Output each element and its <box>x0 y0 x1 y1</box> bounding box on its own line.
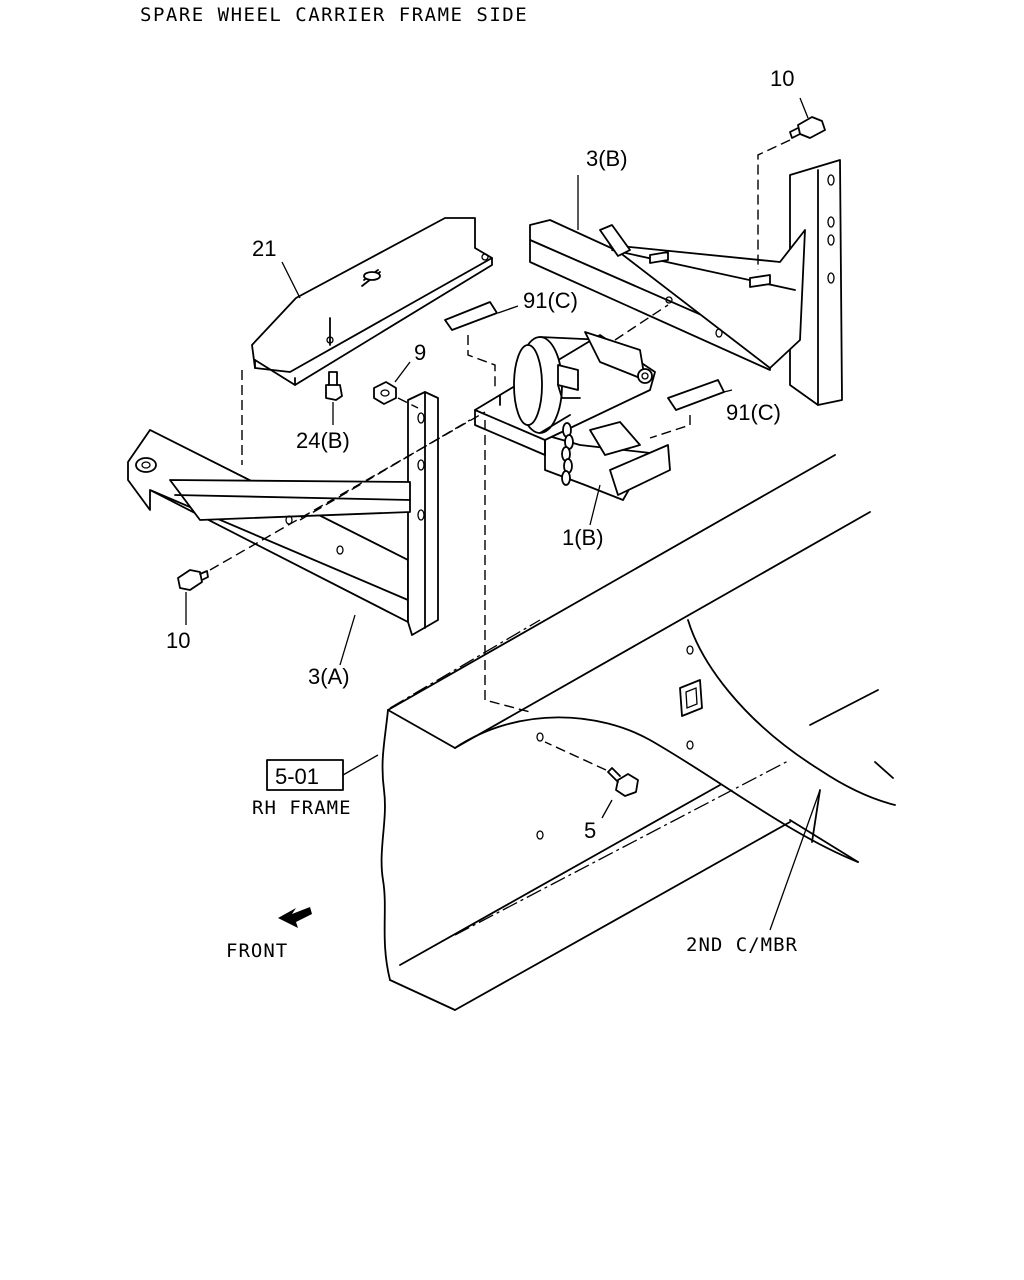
callout-bolt-5: 5 <box>584 818 596 843</box>
bracket-3a <box>127 391 439 666</box>
rh-frame-label: RH FRAME <box>252 797 352 819</box>
rh-frame-rail <box>380 454 871 1011</box>
bolt-10-left <box>177 411 486 625</box>
bolt-24b <box>325 371 343 425</box>
callout-nut-9: 9 <box>414 340 426 365</box>
front-arrow-icon <box>278 907 312 928</box>
reference-box <box>266 759 344 791</box>
bracket-3b <box>529 159 843 406</box>
callout-bolt-24b: 24(B) <box>296 428 350 453</box>
diagram-title: SPARE WHEEL CARRIER FRAME SIDE <box>140 4 528 26</box>
callout-bracket-21: 21 <box>252 236 276 261</box>
callout-winch-1b: 1(B) <box>562 525 604 550</box>
callout-label-91c-right: 91(C) <box>726 400 781 425</box>
cross-member-label: 2ND C/MBR <box>686 934 798 956</box>
bolt-5 <box>544 741 639 819</box>
reference-box-label: 5-01 <box>275 764 319 789</box>
callout-bolt-10-left: 10 <box>166 628 190 653</box>
cross-member <box>454 619 896 931</box>
bracket-21 <box>251 217 493 386</box>
bolt-10-top <box>757 97 826 270</box>
label-91c-top <box>444 301 519 388</box>
callout-bracket-3a: 3(A) <box>308 664 350 689</box>
nut-9 <box>373 361 419 409</box>
callout-bolt-10-top: 10 <box>770 66 794 91</box>
callout-label-91c-top: 91(C) <box>523 288 578 313</box>
label-91c-right <box>649 379 733 439</box>
callout-bracket-3b: 3(B) <box>586 146 628 171</box>
winch-1b <box>474 331 671 526</box>
winch-chain <box>561 422 574 486</box>
front-label: FRONT <box>226 940 288 962</box>
